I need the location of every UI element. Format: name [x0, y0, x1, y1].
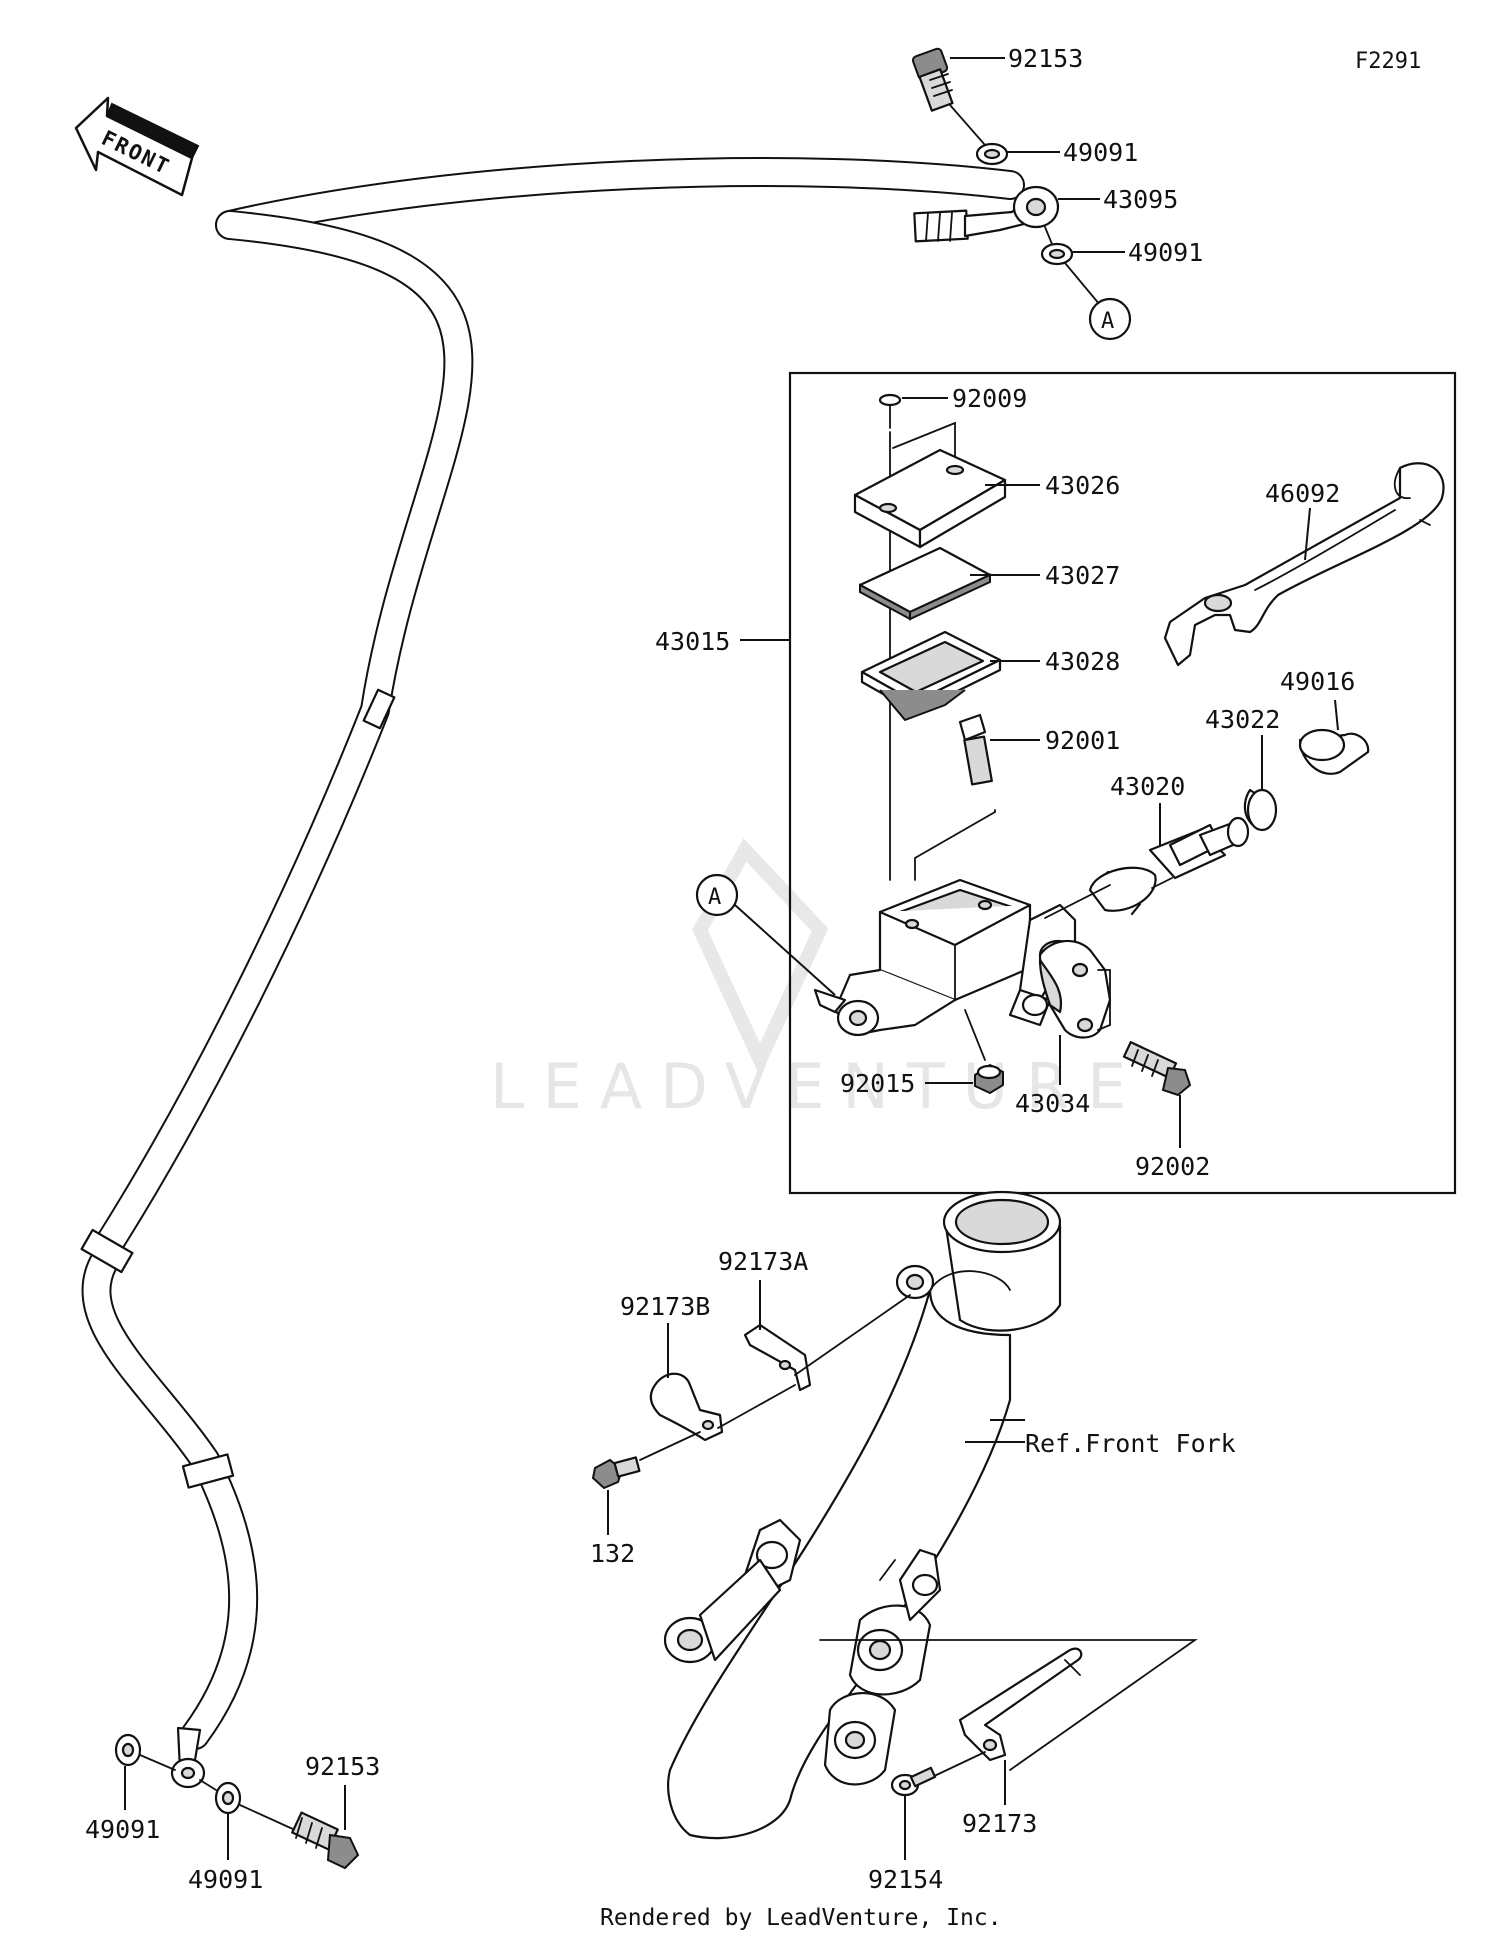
- label-43027: 43027: [1045, 561, 1120, 590]
- label-ref-front-fork: Ref.Front Fork: [1025, 1429, 1236, 1458]
- holder: [1038, 939, 1112, 1039]
- figure-id: F2291: [1355, 49, 1421, 74]
- label-49091-bottom-2: 49091: [188, 1865, 263, 1894]
- label-49016: 49016: [1280, 667, 1355, 696]
- label-92153-top: 92153: [1008, 44, 1083, 73]
- label-43020: 43020: [1110, 772, 1185, 801]
- callout-a-inner: [695, 873, 739, 917]
- label-43015: 43015: [655, 627, 730, 656]
- boot: [1298, 728, 1370, 775]
- label-92153-bottom: 92153: [305, 1752, 380, 1781]
- label-92173b: 92173B: [620, 1292, 710, 1321]
- brake-hose: [80, 157, 1060, 1789]
- brake-lever: [1163, 462, 1445, 667]
- clamp-bolt-132: [591, 1456, 641, 1490]
- label-92154: 92154: [868, 1865, 943, 1894]
- callout-a-top-text: A: [1101, 309, 1114, 334]
- clamp-lower: [958, 1647, 1083, 1762]
- label-92002: 92002: [1135, 1152, 1210, 1181]
- clamp-a: [743, 1323, 812, 1392]
- piston-kit: [1088, 816, 1250, 916]
- screw-lower: [890, 1766, 937, 1797]
- pivot-bolt: [914, 713, 996, 881]
- label-49091-top-1: 49091: [1063, 138, 1138, 167]
- reservoir-cap: [853, 448, 1007, 549]
- circlip: [1243, 788, 1278, 832]
- label-43022: 43022: [1205, 705, 1280, 734]
- label-43095: 43095: [1103, 185, 1178, 214]
- front-fork: [663, 1190, 1198, 1840]
- label-43028: 43028: [1045, 647, 1120, 676]
- clamp-b: [649, 1372, 724, 1442]
- nut: [974, 1063, 1004, 1095]
- label-43026: 43026: [1045, 471, 1120, 500]
- holder-bolt: [1122, 1041, 1192, 1097]
- callout-a-top: [1088, 297, 1132, 341]
- label-92001: 92001: [1045, 726, 1120, 755]
- watermark: LEADVENTURE: [490, 838, 1144, 1123]
- plate: [858, 546, 992, 621]
- diaphragm: [860, 630, 1002, 722]
- master-cylinder-body: [813, 878, 1078, 1037]
- label-46092: 46092: [1265, 479, 1340, 508]
- label-49091-bottom-1: 49091: [85, 1815, 160, 1844]
- label-92015: 92015: [840, 1069, 915, 1098]
- label-43034: 43034: [1015, 1089, 1090, 1118]
- screw-92009: [878, 393, 902, 881]
- front-arrow-icon: FRONT: [74, 96, 200, 197]
- label-132: 132: [590, 1539, 635, 1568]
- master-cylinder-box: [788, 371, 1457, 1195]
- callout-a-inner-text: A: [708, 885, 721, 910]
- watermark-text: LEADVENTURE: [490, 1050, 1144, 1123]
- label-92173a: 92173A: [718, 1247, 808, 1276]
- label-92009: 92009: [952, 384, 1027, 413]
- banjo-bolt-top: [911, 47, 986, 146]
- label-92173: 92173: [962, 1809, 1037, 1838]
- footer-credit: Rendered by LeadVenture, Inc.: [600, 1905, 1002, 1931]
- banjo-bolt-bottom: [291, 1811, 360, 1870]
- label-49091-top-2: 49091: [1128, 238, 1203, 267]
